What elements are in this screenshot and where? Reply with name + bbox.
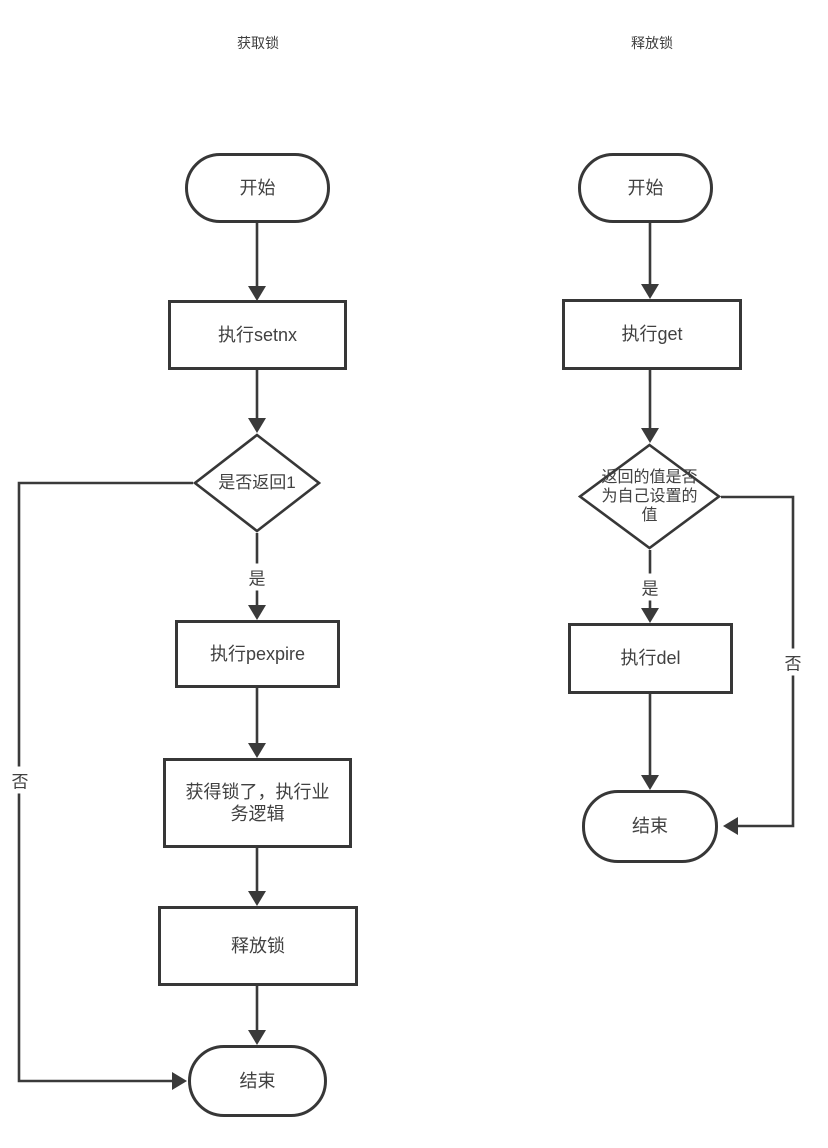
acquire-no-label: 否 xyxy=(9,766,31,794)
arrowhead-down-icon xyxy=(248,286,266,301)
node-label: 返回的值是否为自己设置的值 xyxy=(601,468,698,525)
arrowhead-down-icon xyxy=(248,418,266,433)
node-label: 是否返回1 xyxy=(218,473,296,493)
acquire-release-node: 释放锁 xyxy=(158,906,358,986)
node-label: 开始 xyxy=(627,177,664,198)
release-decision-node: 返回的值是否为自己设置的值 xyxy=(578,443,721,550)
diamond-shape xyxy=(193,433,321,533)
release-flow-title: 释放锁 xyxy=(631,35,673,51)
release-del-node: 执行del xyxy=(568,623,733,694)
arrowhead-down-icon xyxy=(248,891,266,906)
release-no-label: 否 xyxy=(782,648,804,676)
acquire-end-node: 结束 xyxy=(188,1045,327,1117)
node-label: 执行setnx xyxy=(217,324,298,345)
acquire-setnx-node: 执行setnx xyxy=(168,300,347,370)
arrowhead-down-icon xyxy=(641,608,659,623)
arrowhead-left-icon xyxy=(723,817,738,835)
release-yes-label: 是 xyxy=(639,573,661,601)
arrowhead-down-icon xyxy=(248,605,266,620)
acquire-start-node: 开始 xyxy=(185,153,330,223)
acquire-yes-label: 是 xyxy=(246,563,268,591)
acquire-pexpire-node: 执行pexpire xyxy=(175,620,340,688)
node-label: 开始 xyxy=(239,177,276,198)
diamond-shape xyxy=(578,443,721,550)
acquire-flow-title: 获取锁 xyxy=(237,35,279,51)
acquire-business-node: 获得锁了，执行业务逻辑 xyxy=(163,758,352,848)
node-label: 结束 xyxy=(239,1070,276,1091)
arrowhead-down-icon xyxy=(248,1030,266,1045)
node-label: 获得锁了，执行业务逻辑 xyxy=(185,781,330,825)
release-end-node: 结束 xyxy=(582,790,718,863)
arrowhead-down-icon xyxy=(641,428,659,443)
acquire-decision-node: 是否返回1 xyxy=(193,433,321,533)
node-label: 执行del xyxy=(620,648,681,669)
arrowhead-right-icon xyxy=(172,1072,187,1090)
node-label: 执行pexpire xyxy=(209,643,306,664)
arrowhead-down-icon xyxy=(641,775,659,790)
node-label: 释放锁 xyxy=(231,935,285,956)
release-start-node: 开始 xyxy=(578,153,713,223)
node-label: 执行get xyxy=(621,324,683,345)
arrowhead-down-icon xyxy=(248,743,266,758)
release-get-node: 执行get xyxy=(562,299,742,370)
arrowhead-down-icon xyxy=(641,284,659,299)
node-label: 结束 xyxy=(632,816,668,837)
